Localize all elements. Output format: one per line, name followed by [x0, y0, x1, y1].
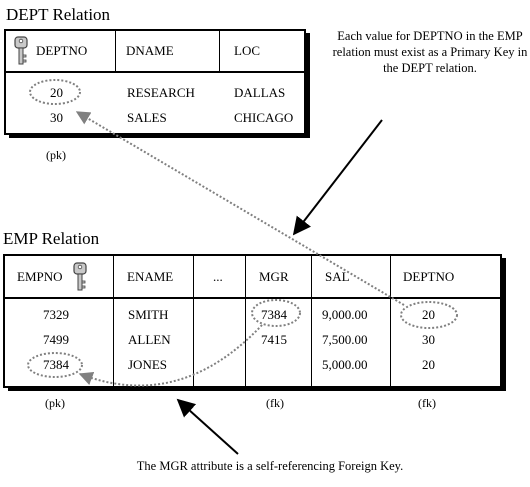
dept-header-deptno-label: DEPTNO: [36, 43, 88, 58]
key-icon: [14, 36, 28, 65]
emp-relation-title: EMP Relation: [3, 229, 100, 248]
dept-header-loc: LOC: [220, 31, 304, 71]
dept-col-divider: [115, 31, 116, 71]
emp-cell: 30: [422, 332, 435, 347]
dept-header-loc-label: LOC: [234, 43, 260, 58]
dept-header-deptno: DEPTNO: [6, 31, 115, 71]
dept-pk-label: (pk): [46, 148, 66, 162]
emp-header-ellipsis: ...: [194, 256, 245, 297]
emp-cell: 5,000.00: [322, 357, 368, 372]
emp-header-sal: SAL: [312, 256, 390, 297]
emp-cell: SMITH: [128, 307, 169, 322]
emp-mgr-fk-label: (fk): [266, 396, 284, 410]
emp-cell: 20: [422, 357, 435, 372]
deptno-note: Each value for DEPTNO in the EMP relatio…: [332, 29, 528, 75]
deptno-note-arrow: [292, 119, 383, 236]
emp-col-divider: [193, 256, 194, 386]
key-icon: [72, 261, 87, 290]
emp-header-deptno: DEPTNO: [391, 256, 500, 297]
emp-header-deptno-label: DEPTNO: [403, 268, 455, 284]
emp-cell: 9,000.00: [322, 307, 368, 322]
mgr-note-arrow: [176, 398, 239, 455]
emp-cell: ALLEN: [128, 332, 171, 347]
dept-table: DEPTNO DNAME LOC 20 RESEARCH DALLAS 30 S…: [4, 29, 306, 135]
empno-7384-ellipse: [27, 352, 83, 378]
dept-header-dname-label: DNAME: [126, 43, 174, 58]
emp-header-ellipsis-label: ...: [213, 268, 223, 284]
emp-cell: 7,500.00: [322, 332, 368, 347]
dept-cell: CHICAGO: [234, 110, 294, 125]
emp-header-sal-label: SAL: [325, 268, 350, 284]
emp-col-divider: [245, 256, 246, 386]
emp-cell: 7499: [43, 332, 69, 347]
emp-cell: 7415: [261, 332, 287, 347]
dept-cell: SALES: [127, 110, 167, 125]
emp-header-mgr-label: MGR: [259, 268, 289, 284]
emp-pk-label: (pk): [45, 396, 65, 410]
emp-deptno-20-ellipse: [400, 301, 458, 329]
mgr-fk-arrow: [78, 324, 263, 387]
emp-cell: 7329: [43, 307, 69, 322]
emp-col-divider: [311, 256, 312, 386]
emp-cell: 7384: [261, 307, 287, 322]
emp-cell: 7384: [43, 357, 69, 372]
dept-relation-title: DEPT Relation: [6, 5, 111, 24]
dept-col-divider: [219, 31, 220, 71]
emp-col-divider: [390, 256, 391, 386]
emp-header-mgr: MGR: [246, 256, 311, 297]
emp-header-empno: EMPNO: [5, 256, 113, 297]
mgr-7384-ellipse: [251, 299, 301, 327]
dept-cell: 30: [50, 110, 63, 125]
emp-cell: JONES: [128, 357, 168, 372]
dept-cell: 20: [50, 85, 63, 100]
emp-table: EMPNO ENAME ... MGR SAL DEPTNO 7329 SMIT…: [3, 254, 502, 388]
emp-header-empno-label: EMPNO: [17, 268, 63, 284]
emp-header-divider: [5, 297, 500, 299]
mgr-note: The MGR attribute is a self-referencing …: [136, 459, 404, 473]
dept-pk-20-ellipse: [29, 79, 81, 105]
emp-header-ename: ENAME: [114, 256, 193, 297]
emp-col-divider: [113, 256, 114, 386]
emp-header-ename-label: ENAME: [127, 268, 174, 284]
dept-header-divider: [6, 71, 304, 73]
dept-cell: DALLAS: [234, 85, 286, 100]
deptno-fk-arrow: [75, 111, 405, 306]
emp-cell: 20: [422, 307, 435, 322]
dept-header-dname: DNAME: [116, 31, 219, 71]
dept-cell: RESEARCH: [127, 85, 195, 100]
emp-deptno-fk-label: (fk): [418, 396, 436, 410]
